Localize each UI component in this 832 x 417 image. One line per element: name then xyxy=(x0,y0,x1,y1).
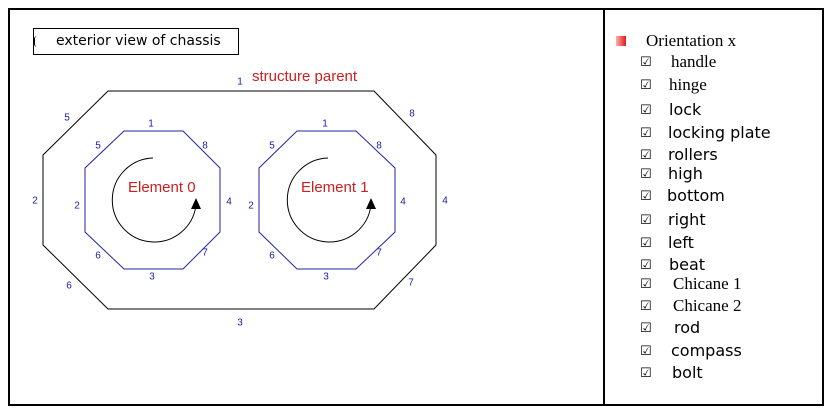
element-1-edge-5: 5 xyxy=(269,141,275,152)
checkbox-checked-icon[interactable]: ☑ xyxy=(640,366,652,381)
legend-item-label: beat xyxy=(669,255,706,274)
view-title-box: exterior view of chassis xyxy=(33,28,239,55)
diagram-frame xyxy=(8,8,824,406)
checkbox-checked-icon[interactable]: ☑ xyxy=(640,148,652,163)
legend-title: Orientation x xyxy=(646,31,737,50)
parent-edge-8: 8 xyxy=(409,109,415,120)
element-0-edge-7: 7 xyxy=(202,248,208,259)
checkbox-checked-icon[interactable]: ☑ xyxy=(640,258,652,273)
legend-item-label: hinge xyxy=(669,75,707,94)
element-0-edge-4: 4 xyxy=(226,197,232,208)
element-1-edge-3: 3 xyxy=(323,272,329,283)
legend-item-label: Chicane 1 xyxy=(673,274,742,293)
element-0-rotation-arc xyxy=(111,157,197,243)
element-0-edge-8: 8 xyxy=(202,141,208,152)
legend-item-label: left xyxy=(668,233,694,252)
parent-edge-1: 1 xyxy=(237,77,243,88)
element-0-edge-3: 3 xyxy=(149,272,155,283)
parent-label: structure parent xyxy=(252,68,358,85)
checkbox-checked-icon[interactable]: ☑ xyxy=(640,321,652,336)
legend-item-label: bottom xyxy=(667,186,725,205)
parent-edge-4: 4 xyxy=(442,196,448,207)
legend-item-label: bolt xyxy=(672,363,703,382)
legend-item-label: high xyxy=(668,164,703,183)
checkbox-checked-icon[interactable]: ☑ xyxy=(640,277,652,292)
element-0-arrowhead xyxy=(191,198,201,209)
parent-edge-3: 3 xyxy=(237,318,243,329)
element-1-octagon xyxy=(258,130,396,270)
element-1-edge-1: 1 xyxy=(322,119,328,130)
checkbox-checked-icon[interactable]: ☑ xyxy=(640,189,652,204)
element-1-edge-4: 4 xyxy=(400,197,406,208)
parent-edge-6: 6 xyxy=(66,281,72,292)
checkbox-checked-icon[interactable]: ☑ xyxy=(640,344,652,359)
checkbox-checked-icon[interactable]: ☑ xyxy=(640,236,652,251)
checkbox-checked-icon[interactable]: ☑ xyxy=(640,213,652,228)
element-0-label: Element 0 xyxy=(128,179,196,196)
element-0-octagon xyxy=(84,130,221,270)
element-1-edge-7: 7 xyxy=(376,248,382,259)
legend-item-label: locking plate xyxy=(668,123,771,142)
element-1-edge-2: 2 xyxy=(248,201,254,212)
legend-item-label: Chicane 2 xyxy=(673,296,742,315)
element-0: Element 0 1 2 3 4 5 6 7 8 xyxy=(74,119,232,283)
element-0-edge-1: 1 xyxy=(148,119,154,130)
element-0-edge-6: 6 xyxy=(95,251,101,262)
legend-item-label: rollers xyxy=(668,145,718,164)
title-box-tick xyxy=(34,36,38,47)
checkbox-checked-icon[interactable]: ☑ xyxy=(640,103,652,118)
legend-item-label: rod xyxy=(674,318,701,337)
parent-octagon xyxy=(42,90,437,310)
legend-item-label: lock xyxy=(669,100,702,119)
panel-divider xyxy=(603,8,605,406)
element-1-edge-8: 8 xyxy=(376,141,382,152)
parent-edge-5: 5 xyxy=(64,113,70,124)
legend-item-label: handle xyxy=(671,52,717,71)
element-0-edge-2: 2 xyxy=(74,201,80,212)
checkbox-checked-icon[interactable]: ☑ xyxy=(640,78,652,93)
element-1: Element 1 1 2 3 4 5 6 7 8 xyxy=(248,119,406,283)
legend-color-marker xyxy=(616,36,626,46)
parent-edge-2: 2 xyxy=(32,196,38,207)
legend-item-label: compass xyxy=(671,341,742,360)
checkbox-checked-icon[interactable]: ☑ xyxy=(640,299,652,314)
element-1-label: Element 1 xyxy=(301,179,369,196)
legend-item-label: right xyxy=(668,210,706,229)
checkbox-checked-icon[interactable]: ☑ xyxy=(640,126,652,141)
element-1-edge-6: 6 xyxy=(269,251,275,262)
element-0-edge-5: 5 xyxy=(95,141,101,152)
element-1-arrowhead xyxy=(366,198,376,209)
element-1-rotation-arc xyxy=(286,157,372,243)
checkbox-checked-icon[interactable]: ☑ xyxy=(640,55,652,70)
view-title: exterior view of chassis xyxy=(56,33,221,49)
parent-edge-7: 7 xyxy=(408,278,414,289)
checkbox-checked-icon[interactable]: ☑ xyxy=(640,167,652,182)
